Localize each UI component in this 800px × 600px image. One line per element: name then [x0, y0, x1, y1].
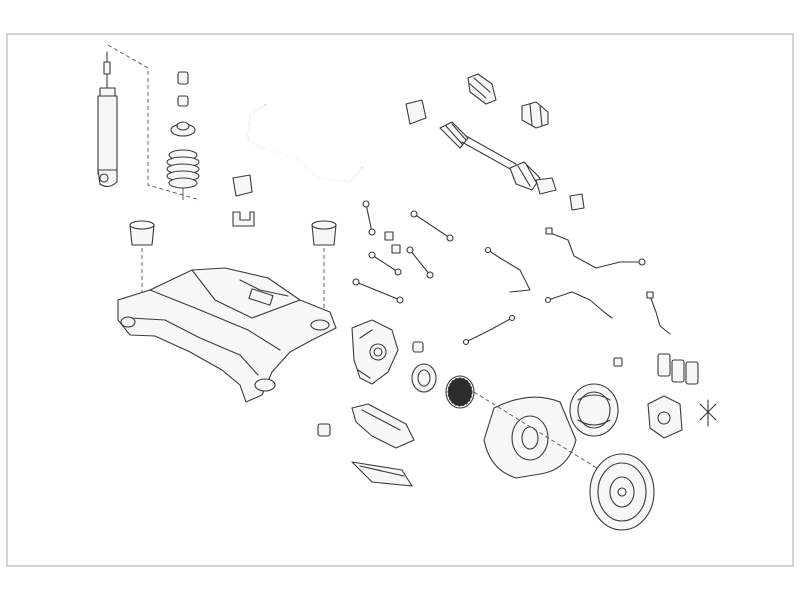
- brake-hoses: [462, 246, 613, 346]
- strut-mount: [170, 121, 196, 137]
- brake-shoes: [351, 461, 413, 487]
- parking-brake-shoe: [569, 383, 619, 437]
- cv-boot-kit: [405, 73, 549, 129]
- stabilizer-bushings: [232, 174, 255, 227]
- pad-clips: [699, 399, 717, 427]
- brake-pads: [613, 353, 699, 385]
- tie-rods: [362, 200, 454, 254]
- drive-shaft: [439, 121, 585, 211]
- dust-shield: [473, 391, 601, 479]
- abs-ring: [445, 375, 475, 409]
- coil-spring: [166, 149, 200, 200]
- subframe-mount-left: [129, 220, 155, 295]
- strut-bump-stop: [177, 71, 189, 107]
- wheel-bearing: [411, 341, 437, 393]
- stabilizer-bar: [247, 104, 363, 183]
- abs-sensor-cables: [545, 227, 671, 335]
- link-arms: [352, 246, 434, 304]
- lower-arm: [317, 403, 415, 449]
- subframe: [117, 267, 337, 403]
- wheel-hub-carrier: [351, 319, 399, 385]
- brake-disc: [589, 453, 655, 531]
- brake-caliper: [647, 395, 683, 439]
- subframe-mount-right: [311, 220, 337, 315]
- shock-absorber: [97, 44, 201, 201]
- diagram-frame: [6, 33, 794, 567]
